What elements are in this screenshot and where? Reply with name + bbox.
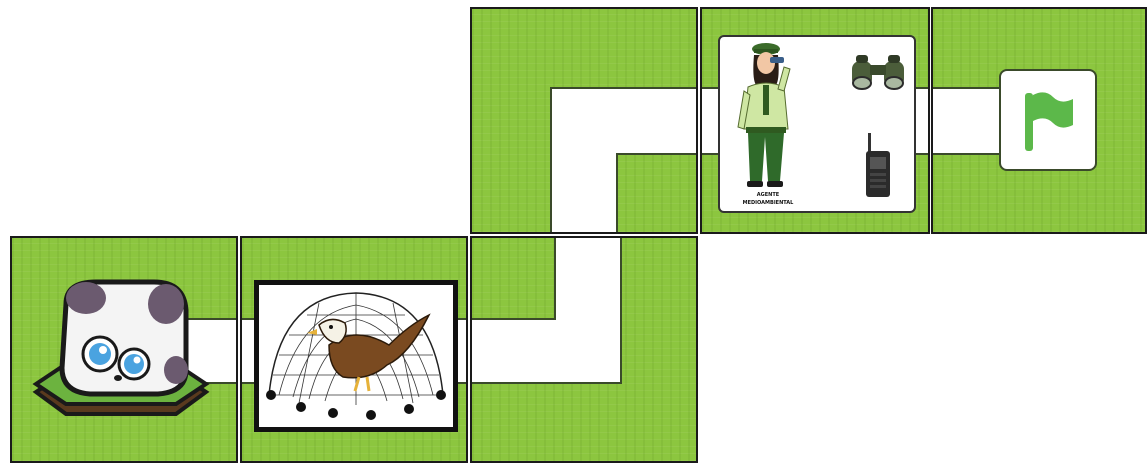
tile-path-bend-upper [470, 7, 698, 234]
ranger-figure [734, 39, 804, 189]
ranger-card: AGENTE MEDIOAMBIENTAL [718, 35, 916, 213]
flag-icon [1021, 89, 1077, 153]
path-cover [552, 89, 616, 234]
tile-path-bend-lower [470, 236, 698, 463]
eagle-net-card [254, 280, 458, 432]
path-cover [556, 238, 620, 382]
binoculars-icon [848, 53, 908, 93]
eagle-in-net-icon [259, 285, 453, 427]
goal-card[interactable] [999, 69, 1097, 171]
tile-eagle-net [240, 236, 468, 463]
tile-start-panda [10, 236, 238, 463]
tile-goal-flag [931, 7, 1147, 234]
tile-ranger: AGENTE MEDIOAMBIENTAL [700, 7, 930, 234]
ranger-caption-line2: MEDIOAMBIENTAL [728, 201, 808, 206]
ranger-caption-line1: AGENTE [728, 193, 808, 198]
panda-character-icon[interactable] [26, 274, 226, 444]
walkie-talkie-icon [862, 133, 896, 199]
